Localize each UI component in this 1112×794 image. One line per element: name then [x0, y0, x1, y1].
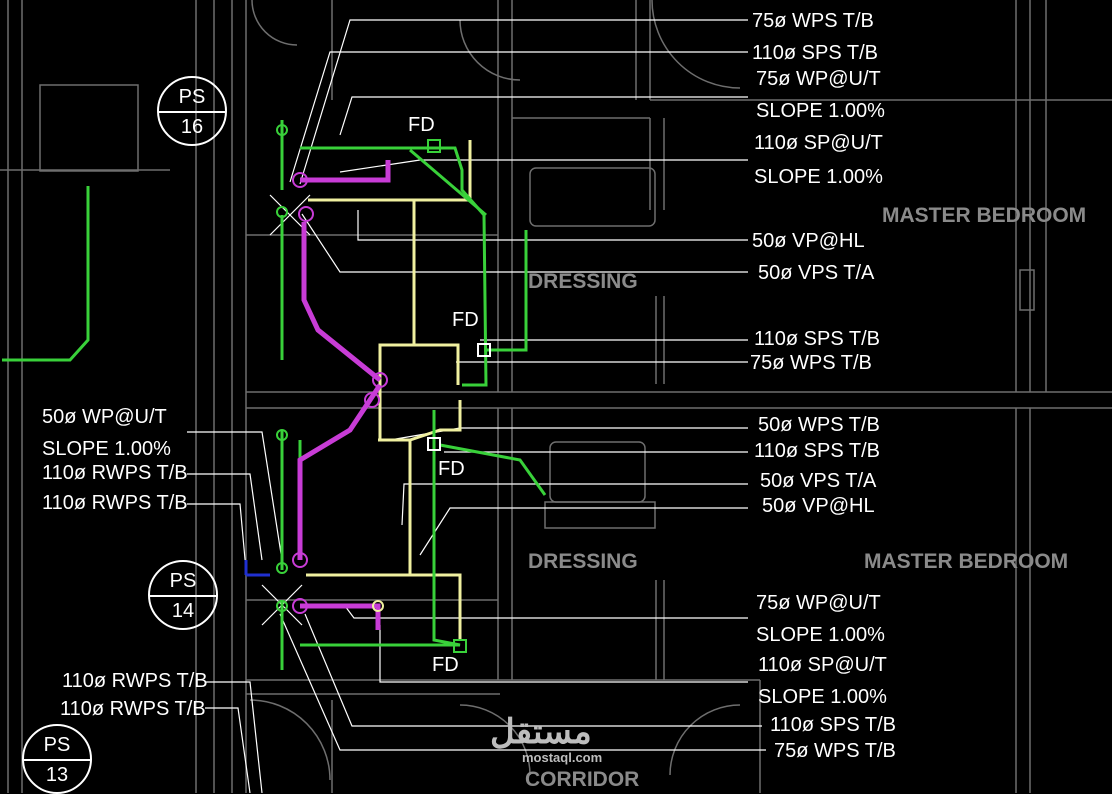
pipe-label: 75ø WPS T/B — [750, 352, 872, 374]
pipe-label: 110ø RWPS T/B — [42, 492, 188, 514]
ps-tag-top: PS — [169, 570, 197, 592]
room-label-dressing: DRESSING — [528, 270, 638, 293]
leader-lines — [187, 19, 766, 793]
floor-drain-label: FD — [408, 114, 435, 136]
floor-drain-label: FD — [452, 309, 479, 331]
pipe-label: 110ø RWPS T/B — [42, 462, 188, 484]
ps-tag-number: 13 — [45, 764, 69, 786]
room-label-master-bedroom: MASTER BEDROOM — [864, 550, 1069, 573]
pipe-label: 110ø SP@U/T — [754, 132, 883, 154]
pipe-label: 75ø WP@U/T — [756, 592, 881, 614]
pipe-label: 75ø WPS T/B — [774, 740, 896, 762]
slope-label: SLOPE 1.00% — [756, 624, 885, 646]
pipe-label: 50ø VPS T/A — [758, 262, 875, 284]
pipe-shaft-tag-13: PS 13 — [22, 724, 92, 794]
ps-tag-number: 14 — [171, 600, 195, 622]
rainwater-pipe — [244, 560, 270, 577]
pipe-label: 110ø SPS T/B — [754, 328, 880, 350]
slope-label: SLOPE 1.00% — [758, 686, 887, 708]
ps-tag-divider — [159, 111, 225, 113]
pipe-label: 50ø WP@U/T — [42, 406, 167, 428]
ps-tag-number: 16 — [180, 116, 204, 138]
room-label-corridor: CORRIDOR — [525, 768, 640, 791]
pipe-label: 110ø SPS T/B — [754, 440, 880, 462]
pipe-label: 50ø VPS T/A — [760, 470, 877, 492]
pipe-label: 75ø WP@U/T — [756, 68, 881, 90]
pipe-label: 50ø VP@HL — [752, 230, 865, 252]
room-label-master-bedroom: MASTER BEDROOM — [882, 204, 1087, 227]
ps-tag-top: PS — [178, 86, 206, 108]
pipe-label: 50ø VP@HL — [762, 495, 875, 517]
pipe-shaft-tag-14: PS 14 — [148, 560, 218, 630]
pipe-label: 110ø RWPS T/B — [60, 698, 206, 720]
slope-label: SLOPE 1.00% — [756, 100, 885, 122]
floor-drain-label: FD — [432, 654, 459, 676]
pipe-label: 110ø RWPS T/B — [62, 670, 208, 692]
ps-tag-divider — [150, 595, 216, 597]
vent-pipes — [306, 140, 472, 640]
pipe-fittings — [276, 124, 491, 653]
water-pipes — [2, 120, 547, 670]
slope-label: SLOPE 1.00% — [42, 438, 171, 460]
watermark-url: mostaql.com — [522, 750, 603, 765]
ps-tag-divider — [24, 759, 90, 761]
watermark-logo: مستقل — [490, 713, 592, 751]
pipe-label: 50ø WPS T/B — [758, 414, 880, 436]
slope-label: SLOPE 1.00% — [754, 166, 883, 188]
ps-tag-top: PS — [43, 734, 71, 756]
floor-drain-label: FD — [438, 458, 465, 480]
pipe-shaft-tag-16: PS 16 — [157, 76, 227, 146]
pipe-label: 110ø SPS T/B — [770, 714, 896, 736]
soil-pipes — [297, 160, 391, 630]
room-label-dressing: DRESSING — [528, 550, 638, 573]
pipe-label: 75ø WPS T/B — [752, 10, 874, 32]
pipe-label: 110ø SPS T/B — [752, 42, 878, 64]
pipe-label: 110ø SP@U/T — [758, 654, 887, 676]
